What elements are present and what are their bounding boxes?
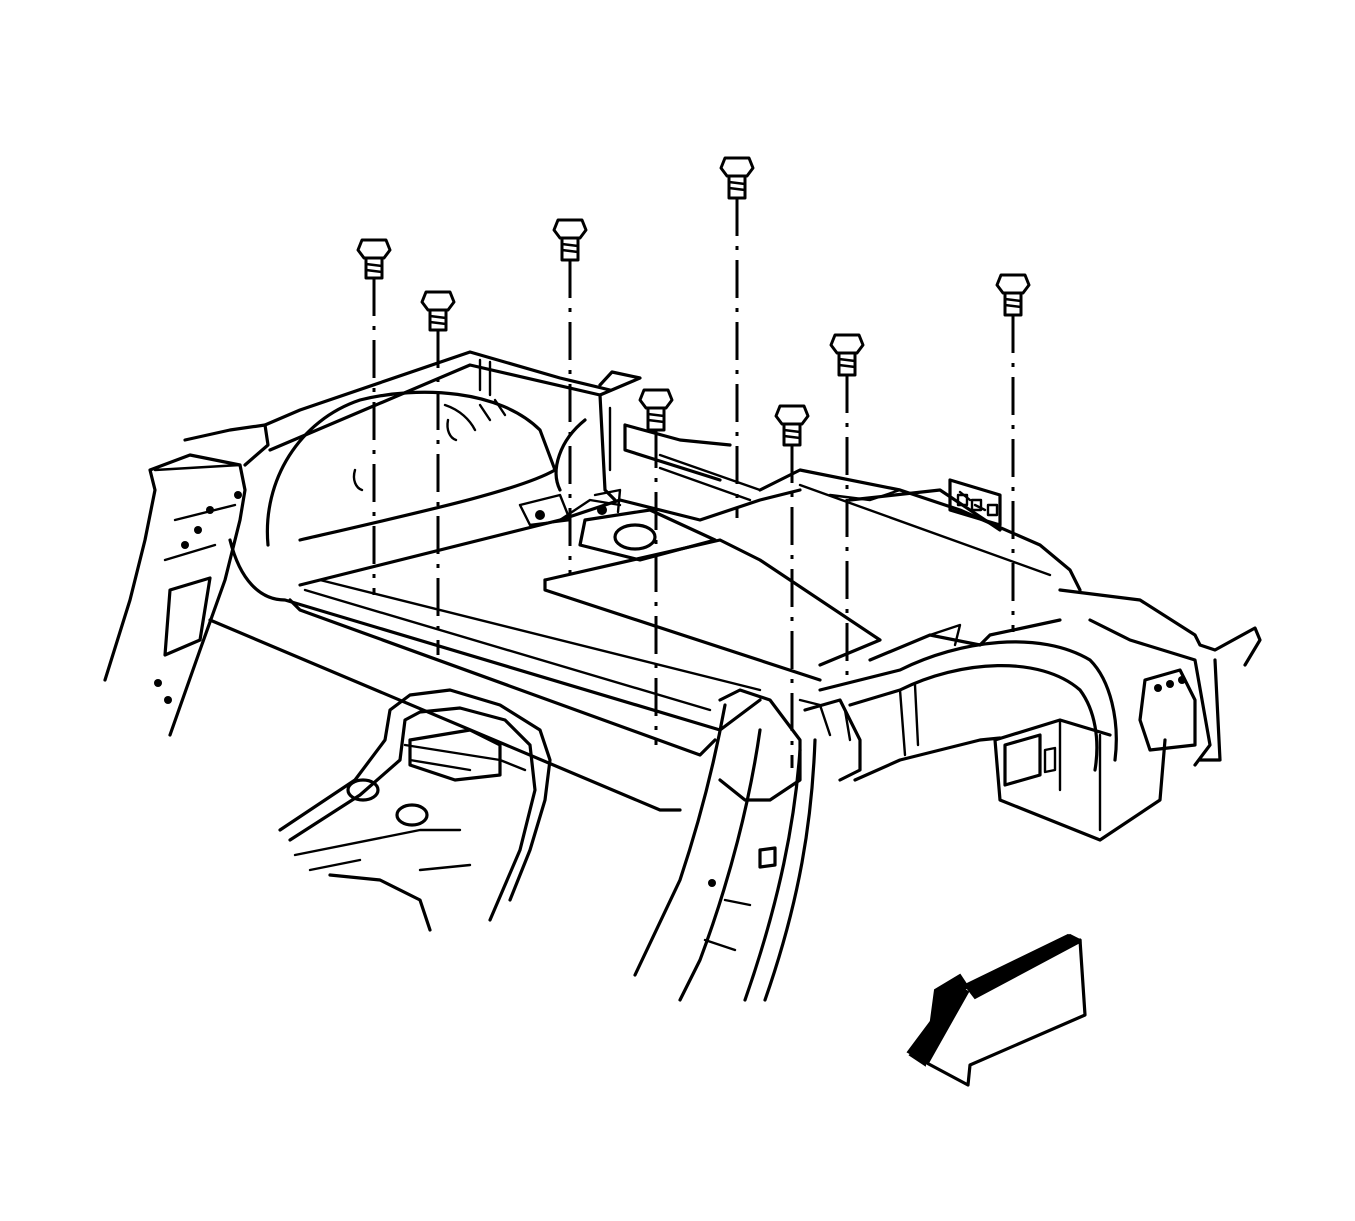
bolt-7 <box>829 333 865 680</box>
fastener-group <box>356 156 1031 768</box>
bolt-3 <box>552 218 588 575</box>
bolt-6 <box>774 404 810 768</box>
bolt-8 <box>995 273 1031 632</box>
front-direction-arrow <box>906 933 1087 1087</box>
bolt-4 <box>719 156 755 518</box>
bolt-1 <box>356 238 392 595</box>
bolt-2 <box>420 290 456 655</box>
bolt-5 <box>638 388 674 745</box>
rear-compartment-body-structure <box>103 350 1262 1002</box>
